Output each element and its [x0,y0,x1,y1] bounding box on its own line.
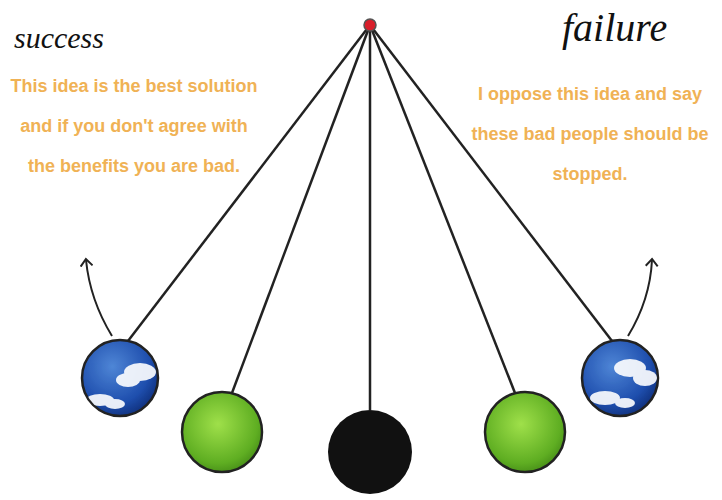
grass-ball [182,392,262,472]
failure-note-box: I oppose this idea and say these bad peo… [462,74,718,194]
sky-ball [82,340,158,416]
pivot-dot [364,19,376,31]
black-ball [328,410,412,494]
failure-heading: failure [562,5,667,50]
failure-heading-box: failure [562,4,718,52]
grass-ball [485,392,565,472]
success-note: This idea is the best solution and if yo… [8,76,259,176]
success-heading: success [14,21,104,54]
swing-arrow [628,260,652,336]
success-note-box: This idea is the best solution and if yo… [8,66,260,186]
success-heading-box: success [14,20,214,56]
failure-note: I oppose this idea and say these bad peo… [469,84,710,184]
swing-arrow [86,260,112,336]
sky-ball [582,340,658,416]
